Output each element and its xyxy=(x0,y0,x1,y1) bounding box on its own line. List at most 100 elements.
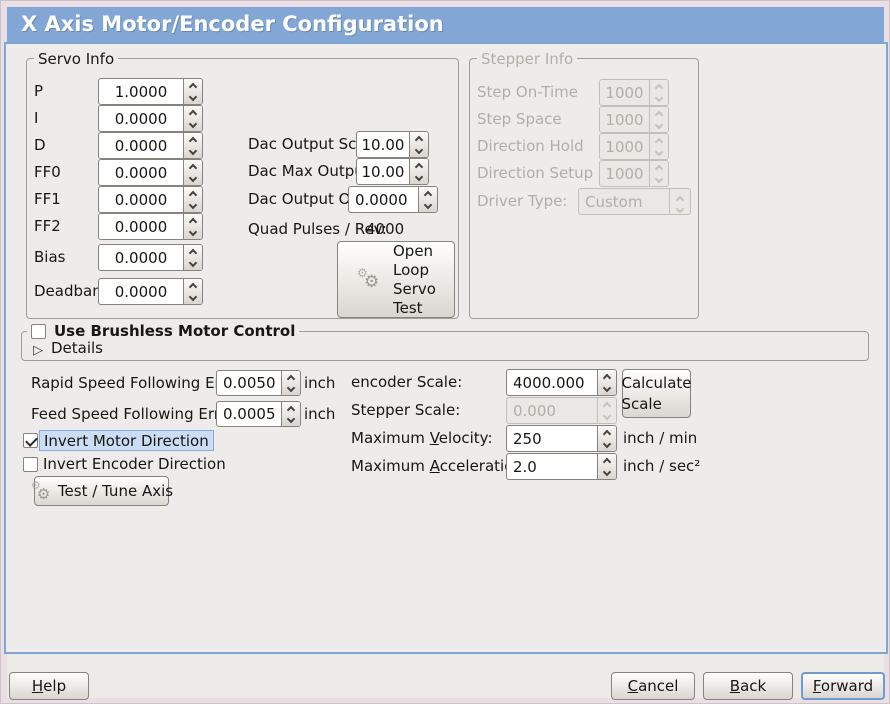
dac-max-output-spinbox[interactable]: 10.00 xyxy=(356,158,429,185)
details-expander-label[interactable]: Details xyxy=(51,339,104,357)
forward-button[interactable]: Forward xyxy=(801,672,885,700)
dac-output-scale-spin-buttons[interactable] xyxy=(409,132,428,157)
dac-output-scale-label: Dac Output Scale: xyxy=(248,135,385,153)
servo-bias-value[interactable]: 0.0000 xyxy=(114,248,168,267)
rapid-following-error-label: Rapid Speed Following Error: xyxy=(31,374,247,392)
servo-ff0-spin-buttons[interactable] xyxy=(183,160,202,185)
driver-type-value: Custom xyxy=(585,192,643,211)
step-space-label: Step Space xyxy=(477,110,562,128)
servo-ff1-value[interactable]: 0.0000 xyxy=(114,190,168,209)
use-brushless-checkbox[interactable] xyxy=(31,323,46,339)
servo-info-title: Servo Info xyxy=(34,51,119,67)
servo-i-value[interactable]: 0.0000 xyxy=(114,109,168,128)
servo-ff2-spin-buttons[interactable] xyxy=(183,214,202,239)
max-acceleration-value[interactable]: 2.0 xyxy=(513,457,537,476)
use-brushless-label: Use Brushless Motor Control xyxy=(54,322,296,340)
servo-ff2-spinbox[interactable]: 0.0000 xyxy=(98,213,203,240)
driver-type-dropdown-arrows xyxy=(669,189,690,214)
servo-bias-spin-buttons[interactable] xyxy=(183,245,202,270)
servo-p-spin-buttons[interactable] xyxy=(183,79,202,104)
max-velocity-spin-buttons[interactable] xyxy=(597,426,616,451)
dac-max-output-value[interactable]: 10.00 xyxy=(361,162,405,181)
stepper-info-title: Stepper Info xyxy=(477,51,578,67)
direction-setup-label: Direction Setup xyxy=(477,164,594,182)
check-icon xyxy=(25,434,38,447)
step-on-time-value: 1000 xyxy=(605,83,644,102)
servo-bias-spinbox[interactable]: 0.0000 xyxy=(98,244,203,271)
cancel-button[interactable]: Cancel xyxy=(611,672,695,700)
max-velocity-value[interactable]: 250 xyxy=(513,429,542,448)
dac-output-offset-spin-buttons[interactable] xyxy=(418,187,437,212)
feed-following-error-spin-buttons[interactable] xyxy=(281,402,300,426)
open-loop-servo-test-button[interactable]: ⚙ ⚙ Open Loop Servo Test xyxy=(337,241,455,318)
step-space-spin-buttons xyxy=(649,107,668,132)
dac-output-offset-spinbox[interactable]: 0.0000 xyxy=(348,186,438,213)
servo-d-spin-buttons[interactable] xyxy=(183,133,202,158)
direction-setup-spinbox: 1000 xyxy=(599,160,669,187)
servo-info-frame xyxy=(26,58,459,319)
servo-d-value[interactable]: 0.0000 xyxy=(114,136,168,155)
max-acceleration-spinbox[interactable]: 2.0 xyxy=(506,453,617,480)
feed-following-error-spinbox[interactable]: 0.0005 xyxy=(216,401,301,427)
brushless-frame xyxy=(21,331,869,361)
page-title: X Axis Motor/Encoder Configuration xyxy=(21,12,444,36)
invert-encoder-checkbox[interactable] xyxy=(23,457,38,472)
feed-following-error-label: Feed Speed Following Error: xyxy=(31,405,240,423)
servo-p-label: P xyxy=(34,82,44,100)
max-acceleration-spin-buttons[interactable] xyxy=(597,454,616,479)
invert-motor-label[interactable]: Invert Motor Direction xyxy=(39,430,214,451)
brushless-legend: Use Brushless Motor Control xyxy=(27,322,300,340)
quad-pulses-label: Quad Pulses / Rev: xyxy=(248,220,387,238)
step-on-time-label: Step On-Time xyxy=(477,83,578,101)
gears-icon: ⚙ ⚙ xyxy=(30,478,51,503)
feed-following-error-value[interactable]: 0.0005 xyxy=(223,405,276,423)
help-button[interactable]: Help xyxy=(9,672,89,700)
servo-i-spinbox[interactable]: 0.0000 xyxy=(98,105,203,132)
test-tune-axis-label: Test / Tune Axis xyxy=(57,482,174,500)
stepper-scale-label: Stepper Scale: xyxy=(351,401,461,419)
direction-hold-spin-buttons xyxy=(649,134,668,159)
invert-motor-checkbox[interactable] xyxy=(23,433,38,448)
servo-ff1-spinbox[interactable]: 0.0000 xyxy=(98,186,203,213)
servo-ff1-label: FF1 xyxy=(34,190,61,208)
rapid-following-error-spin-buttons[interactable] xyxy=(281,371,300,395)
dac-output-scale-value[interactable]: 10.00 xyxy=(361,135,405,154)
servo-i-spin-buttons[interactable] xyxy=(183,106,202,131)
servo-ff1-spin-buttons[interactable] xyxy=(183,187,202,212)
servo-deadband-spinbox[interactable]: 0.0000 xyxy=(98,278,203,305)
servo-deadband-spin-buttons[interactable] xyxy=(183,279,202,304)
calculate-scale-button[interactable]: Calculate Scale xyxy=(621,369,692,418)
encoder-scale-spinbox[interactable]: 4000.000 xyxy=(506,369,617,396)
dac-output-offset-value[interactable]: 0.0000 xyxy=(355,190,408,209)
step-space-spinbox: 1000 xyxy=(599,106,669,133)
back-button[interactable]: Back xyxy=(703,672,793,700)
title-bar: X Axis Motor/Encoder Configuration xyxy=(7,7,884,42)
servo-d-spinbox[interactable]: 0.0000 xyxy=(98,132,203,159)
gears-icon: ⚙ ⚙ xyxy=(357,266,380,292)
driver-type-combobox: Custom xyxy=(578,188,691,215)
servo-deadband-value[interactable]: 0.0000 xyxy=(114,282,168,301)
rapid-following-error-value[interactable]: 0.0050 xyxy=(223,374,276,392)
servo-d-label: D xyxy=(34,136,46,154)
servo-ff2-value[interactable]: 0.0000 xyxy=(114,217,168,236)
servo-ff0-value[interactable]: 0.0000 xyxy=(114,163,168,182)
servo-p-value[interactable]: 1.0000 xyxy=(114,82,168,101)
encoder-scale-spin-buttons[interactable] xyxy=(597,370,616,395)
step-on-time-spin-buttons xyxy=(649,80,668,105)
encoder-scale-value[interactable]: 4000.000 xyxy=(513,373,585,392)
dac-max-output-label: Dac Max Output: xyxy=(248,162,375,180)
servo-deadband-label: Deadband xyxy=(34,282,112,300)
servo-p-spinbox[interactable]: 1.0000 xyxy=(98,78,203,105)
servo-ff0-spinbox[interactable]: 0.0000 xyxy=(98,159,203,186)
max-velocity-unit: inch / min xyxy=(623,429,698,447)
dac-output-scale-spinbox[interactable]: 10.00 xyxy=(356,131,429,158)
max-velocity-spinbox[interactable]: 250 xyxy=(506,425,617,452)
test-tune-axis-button[interactable]: ⚙ ⚙ Test / Tune Axis xyxy=(31,476,173,506)
rapid-following-error-spinbox[interactable]: 0.0050 xyxy=(216,370,301,396)
details-expander-icon[interactable]: ▷ xyxy=(33,343,43,358)
invert-encoder-label[interactable]: Invert Encoder Direction xyxy=(43,455,226,473)
direction-setup-value: 1000 xyxy=(605,164,644,183)
direction-setup-spin-buttons xyxy=(649,161,668,186)
step-space-value: 1000 xyxy=(605,110,644,129)
dac-max-output-spin-buttons[interactable] xyxy=(409,159,428,184)
